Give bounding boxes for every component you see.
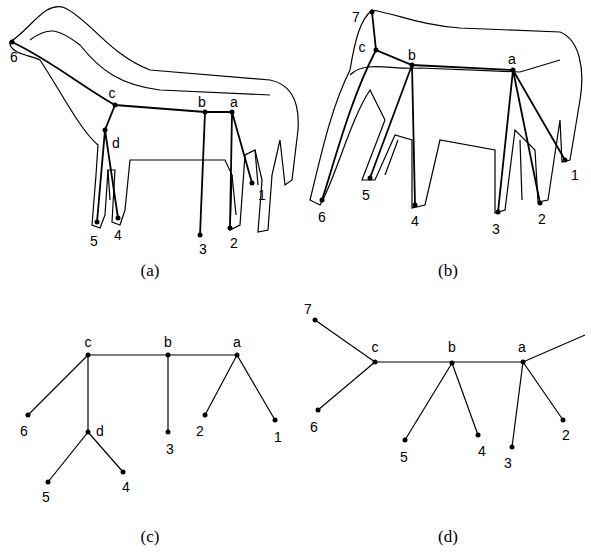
point-label: 6	[10, 50, 18, 64]
panel-caption: (d)	[438, 528, 458, 545]
horse-outline	[310, 10, 582, 213]
point-label: a	[230, 95, 238, 109]
point-label: d	[96, 424, 104, 438]
point-label: 4	[478, 444, 486, 458]
point-label: 5	[362, 188, 370, 202]
skeleton	[322, 12, 565, 212]
horse-contour	[350, 60, 560, 200]
point-label: c	[109, 86, 116, 100]
point-label: 2	[538, 212, 546, 226]
point-label: 4	[411, 214, 419, 228]
point-label: a	[518, 340, 526, 354]
tree-graph	[315, 320, 585, 447]
point-label: 1	[274, 430, 282, 444]
point-label: 2	[230, 236, 238, 250]
point-label: a	[508, 52, 516, 66]
point-label: 7	[352, 10, 360, 24]
point-label: b	[408, 48, 416, 62]
point-label: c	[372, 340, 379, 354]
panel-caption: (a)	[141, 262, 160, 279]
point-label: b	[448, 340, 456, 354]
panel-caption: (b)	[438, 262, 458, 279]
point-label: 3	[166, 442, 174, 456]
point-label: 6	[20, 424, 28, 438]
point-label: 6	[318, 210, 326, 224]
point-label: 7	[304, 302, 312, 316]
point-label: 3	[199, 242, 207, 256]
point-label: b	[164, 335, 172, 349]
point-label: a	[233, 335, 241, 349]
point-label: b	[198, 95, 206, 109]
vertex-dots	[10, 10, 568, 485]
point-label: 3	[504, 456, 512, 470]
tree-graph	[28, 355, 275, 482]
horse-contour	[30, 31, 270, 215]
point-label: c	[359, 40, 366, 54]
point-label: 1	[571, 168, 579, 182]
point-label: 5	[42, 490, 50, 504]
point-label: d	[112, 136, 120, 150]
point-label: 6	[310, 420, 318, 434]
point-label: 5	[400, 450, 408, 464]
point-label: 5	[90, 234, 98, 248]
point-label: 2	[562, 428, 570, 442]
point-label: 4	[114, 228, 122, 242]
point-label: 3	[492, 222, 500, 236]
skeleton	[12, 42, 252, 235]
point-label: 4	[122, 480, 130, 494]
point-label: c	[85, 335, 92, 349]
horse-outline	[10, 7, 298, 232]
point-label: 2	[196, 424, 204, 438]
point-label: 1	[258, 188, 266, 202]
panel-caption: (c)	[141, 528, 160, 545]
